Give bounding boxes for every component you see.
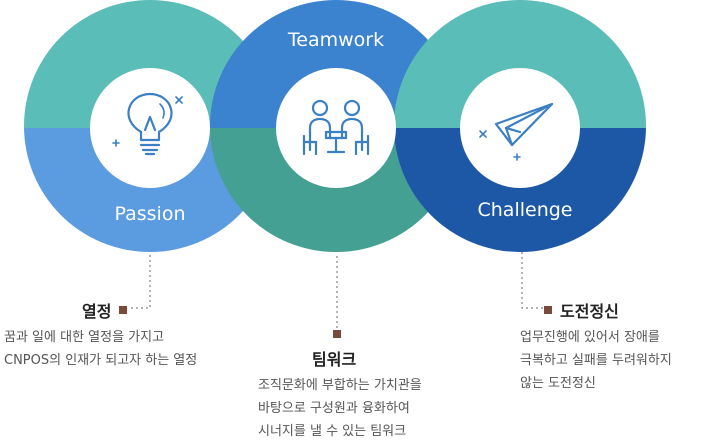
challenge-heading: 도전정신 <box>544 298 619 322</box>
teamwork-icon-bg <box>276 68 396 188</box>
teamwork-desc-line: 바탕으로 구성원과 융화하여 <box>258 401 410 416</box>
challenge-title: 도전정신 <box>560 302 619 321</box>
passion-description: 꿈과 일에 대한 열정을 가지고 CNPOS의 인재가 되고자 하는 열정 <box>4 326 197 372</box>
teamwork-desc-line: 시너지를 낼 수 있는 팀워크 <box>258 424 407 439</box>
challenge-desc-line: 업무진행에 있어서 장애를 <box>520 330 660 345</box>
challenge-icon-bg <box>460 68 580 188</box>
teamwork-title: 팀워크 <box>312 350 357 369</box>
lightbulb-icon <box>112 92 183 156</box>
passion-heading: 열정 <box>82 298 128 322</box>
challenge-marker <box>544 306 552 314</box>
teamwork-desc-line: 조직문화에 부합하는 가치관을 <box>258 378 422 393</box>
passion-title: 열정 <box>82 302 112 321</box>
team-meeting-icon <box>302 99 370 156</box>
challenge-desc-line: 않는 도전정신 <box>520 376 596 391</box>
teamwork-heading: 팀워크 <box>312 346 356 370</box>
challenge-label: Challenge <box>478 199 573 221</box>
passion-connector <box>128 255 151 309</box>
paper-plane-icon <box>479 102 554 161</box>
passion-label: Passion <box>115 203 186 225</box>
challenge-description: 업무진행에 있어서 장애를 극복하고 실패를 두려워하지 않는 도전정신 <box>520 326 672 395</box>
challenge-connector <box>521 252 544 309</box>
teamwork-label: Teamwork <box>287 29 384 51</box>
passion-desc-line: CNPOS의 인재가 되고자 하는 열정 <box>4 353 198 368</box>
passion-desc-line: 꿈과 일에 대한 열정을 가지고 <box>4 330 165 345</box>
challenge-desc-line: 극복하고 실패를 두려워하지 <box>520 353 672 368</box>
passion-marker <box>119 306 128 314</box>
teamwork-marker <box>333 330 341 338</box>
passion-icon-bg <box>90 68 210 188</box>
teamwork-description: 조직문화에 부합하는 가치관을 바탕으로 구성원과 융화하여 시너지를 낼 수 … <box>258 374 422 443</box>
